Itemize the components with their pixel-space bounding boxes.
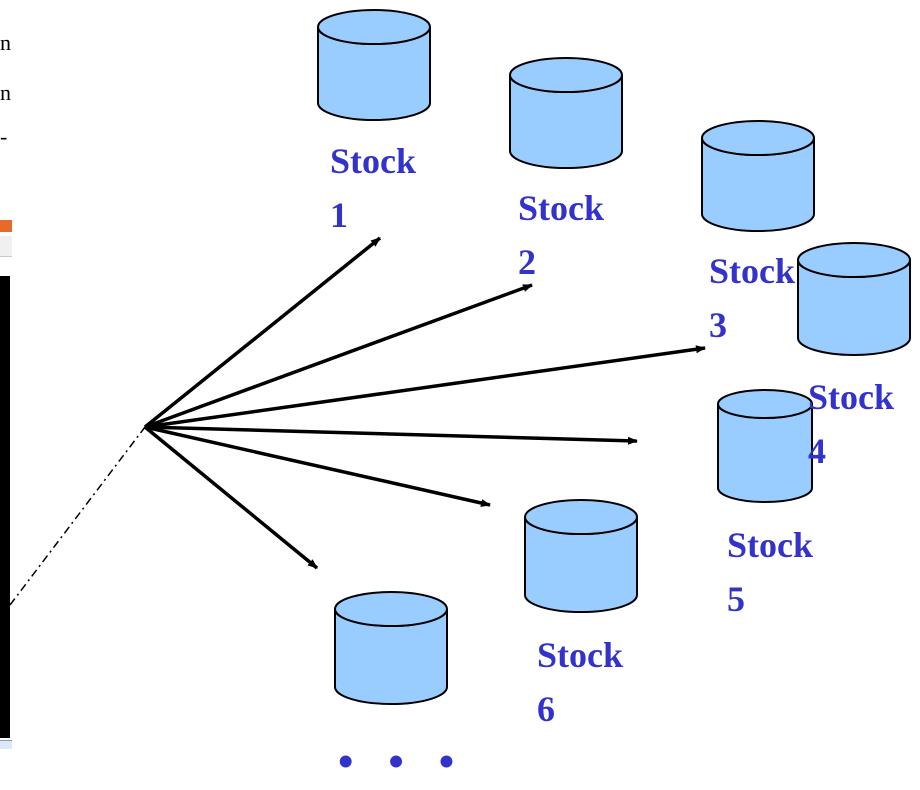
db-label-4: Stock 4 (808, 370, 894, 478)
db-label-2-number: 2 (518, 242, 536, 282)
database-cylinder-icon (317, 9, 431, 121)
left-text-fragment-2: n (0, 80, 11, 105)
db-label-3-title: Stock (709, 251, 796, 291)
database-cylinder-icon (509, 57, 623, 169)
database-cylinder-icon (717, 389, 813, 503)
arrow-icon (144, 425, 491, 507)
database-cylinder-icon (524, 499, 638, 613)
arrow-group (143, 236, 706, 570)
cylinder-top (317, 9, 431, 45)
db-label-2: Stock 2 (518, 181, 604, 289)
inset-window-icon (0, 220, 12, 232)
inset-toolbar (0, 236, 12, 257)
left-text-fragment-3: - (0, 124, 8, 149)
arrow-icon (144, 425, 638, 445)
cylinder-top (701, 120, 815, 156)
database-group (317, 9, 911, 705)
db-label-5-title: Stock (727, 525, 814, 565)
db-label-1-title: Stock (330, 141, 417, 181)
db-label-6-title: Stock (537, 635, 624, 675)
cylinder-top (524, 499, 638, 535)
db-label-4-title: Stock (808, 377, 895, 417)
db-label-3: Stock 3 (709, 244, 795, 352)
db-label-1-number: 1 (330, 195, 348, 235)
inset-statusbar (0, 740, 12, 749)
db-label-2-title: Stock (518, 188, 605, 228)
db-label-6-number: 6 (537, 689, 555, 729)
db-label-3-number: 3 (709, 305, 727, 345)
left-text-fragment-1: n (0, 30, 11, 55)
db-label-5: Stock 5 (727, 518, 813, 626)
db-label-6: Stock 6 (537, 628, 623, 736)
arrow-icon (143, 236, 382, 429)
database-cylinder-icon (334, 591, 448, 705)
db-label-1: Stock 1 (330, 134, 416, 242)
arrow-icon (144, 283, 533, 429)
dashdot-connector (9, 426, 146, 606)
cylinder-top (797, 242, 911, 278)
db-label-5-number: 5 (727, 579, 745, 619)
database-cylinder-icon (701, 120, 815, 232)
inset-screen (0, 276, 10, 738)
database-cylinder-icon (797, 242, 911, 356)
cylinder-top (334, 591, 448, 627)
arrow-icon (143, 425, 319, 570)
cylinder-top (717, 389, 813, 419)
more-databases-ellipsis: • • • (338, 737, 467, 786)
db-label-4-number: 4 (808, 431, 826, 471)
cylinder-top (509, 57, 623, 93)
arrow-icon (144, 345, 706, 429)
